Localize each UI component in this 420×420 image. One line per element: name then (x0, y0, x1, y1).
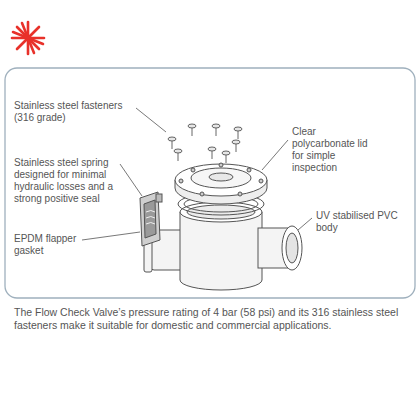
clear-lid (175, 163, 267, 204)
callout-label: Stainless steel spring designed for mini… (14, 157, 128, 205)
spring-flapper (140, 192, 162, 246)
fastener-screws (168, 124, 242, 163)
leader-lines (82, 108, 312, 240)
panel-frame (5, 68, 415, 298)
caption-text: The Flow Check Valve’s pressure rating o… (14, 306, 410, 332)
callout-label: Stainless steel fasteners (316 grade) (14, 100, 140, 124)
callout-label: Clear polycarbonate lid for simple inspe… (292, 126, 370, 174)
brand-logo (12, 22, 44, 54)
callout-label: UV stabilised PVC body (316, 210, 414, 234)
callout-label: EPDM flapper gasket (14, 233, 84, 257)
